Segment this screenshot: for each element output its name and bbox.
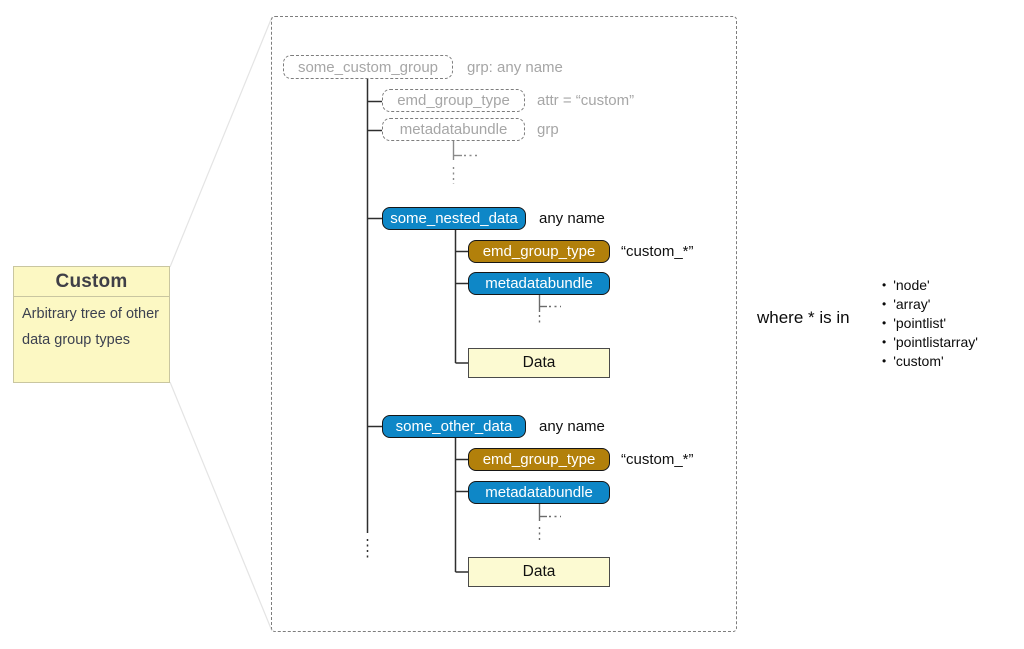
node-some-other-data: some_other_data (382, 415, 526, 438)
annotation-other-emd-value: “custom_*” (621, 451, 694, 468)
annotation-root: grp: any name (467, 58, 563, 76)
wildcard-option: 'pointlistarray' (882, 333, 978, 352)
node-ghost-metadatabundle: metadatabundle (382, 118, 525, 141)
node-label: emd_group_type (397, 92, 510, 109)
node-label: emd_group_type (482, 451, 596, 468)
node-some-custom-group: some_custom_group (283, 55, 453, 79)
node-nested-data-block: Data (468, 348, 610, 378)
wildcard-option: 'array' (882, 295, 978, 314)
wildcard-option: 'pointlist' (882, 314, 978, 333)
annotation-ghost-emd: attr = “custom” (537, 92, 635, 109)
node-label: Data (522, 354, 556, 371)
annotation-ghost-bundle: grp (537, 121, 559, 138)
node-label: emd_group_type (482, 243, 596, 260)
custom-legend-title: Custom (14, 267, 169, 297)
node-nested-emd-group-type: emd_group_type (468, 240, 610, 263)
zoom-diagonal-bottom (169, 381, 273, 632)
custom-legend-card: Custom Arbitrary tree of other data grou… (13, 266, 170, 383)
custom-legend-description: Arbitrary tree of other data group types (22, 306, 159, 349)
annotation-other-name: any name (539, 418, 605, 435)
wildcard-options-list: 'node' 'array' 'pointlist' 'pointlistarr… (882, 276, 978, 371)
wildcard-option: 'node' (882, 276, 978, 295)
node-label: metadatabundle (485, 275, 593, 292)
node-other-data-block: Data (468, 557, 610, 587)
node-other-metadatabundle: metadatabundle (468, 481, 610, 504)
annotation-nested-name: any name (539, 210, 605, 227)
zoom-region-frame (271, 16, 737, 632)
node-label: metadatabundle (399, 121, 508, 138)
wildcard-note-lead: where * is in (757, 308, 850, 327)
node-label: some_custom_group (297, 58, 439, 76)
node-label: metadatabundle (485, 484, 593, 501)
node-label: some_nested_data (390, 210, 518, 227)
node-other-emd-group-type: emd_group_type (468, 448, 610, 471)
wildcard-option: 'custom' (882, 352, 978, 371)
zoom-diagonal-top (169, 16, 273, 268)
node-label: some_other_data (395, 418, 513, 435)
annotation-nested-emd-value: “custom_*” (621, 243, 694, 260)
node-ghost-emd-group-type: emd_group_type (382, 89, 525, 112)
node-nested-metadatabundle: metadatabundle (468, 272, 610, 295)
node-some-nested-data: some_nested_data (382, 207, 526, 230)
node-label: Data (522, 563, 556, 580)
